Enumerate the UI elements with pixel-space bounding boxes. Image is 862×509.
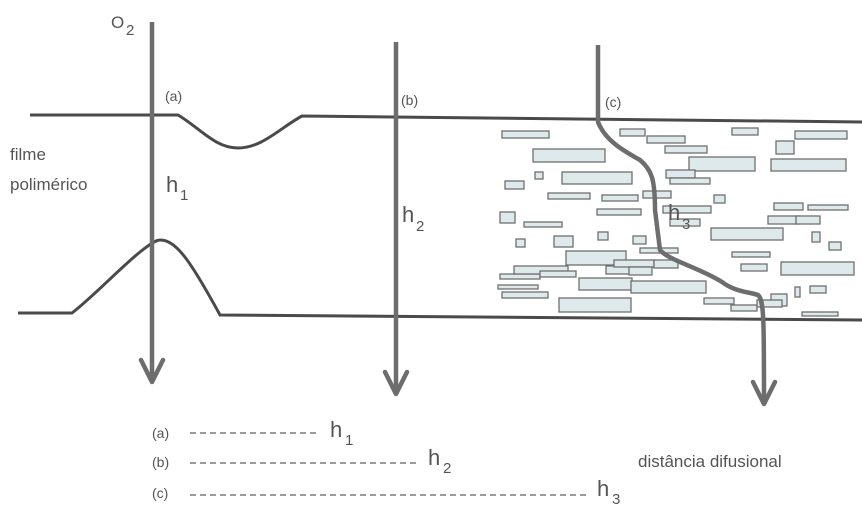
legend-a-tag: (a) [152, 425, 169, 441]
filler-particle [633, 236, 646, 244]
filler-particle [502, 131, 549, 138]
path-h2-sub: 2 [416, 218, 424, 235]
filler-particle [704, 298, 734, 304]
filler-particle [808, 205, 848, 210]
case-a-tag: (a) [165, 88, 182, 104]
filler-particle [774, 203, 803, 210]
filler-particle [602, 195, 638, 201]
legend-c-sub: 3 [612, 491, 620, 508]
filler-particle [771, 159, 846, 171]
filler-particle [711, 228, 783, 240]
filler-particle [554, 236, 573, 247]
filler-particle [643, 191, 671, 198]
filler-particle [812, 232, 820, 242]
filler-particle [810, 286, 826, 293]
diffusion-arrow-a [141, 22, 163, 382]
filler-particle [559, 298, 631, 312]
filler-particle [795, 131, 847, 139]
filler-particle [829, 242, 841, 250]
filler-particle [620, 129, 645, 136]
gas-subscript: 2 [126, 22, 134, 39]
filler-particle [502, 292, 548, 298]
filler-particle [647, 136, 685, 143]
filler-particle [768, 216, 799, 224]
filler-particle [498, 285, 538, 289]
filler-particle [579, 278, 632, 290]
path-h2-letter: h [402, 202, 414, 227]
filler-particle [665, 146, 707, 153]
film-label-line2: polimérico [10, 175, 87, 194]
legend-b-tag: (b) [152, 454, 169, 470]
filler-particle [689, 157, 755, 171]
filler-particle [500, 212, 515, 223]
path-h3-sub: 3 [682, 216, 690, 233]
legend-c-h: h [597, 476, 609, 501]
filler-particle [741, 264, 767, 271]
legend-b-sub: 2 [443, 460, 451, 477]
filler-particle [597, 209, 641, 215]
filler-particle [516, 239, 525, 247]
gas-symbol: O [111, 13, 124, 32]
filler-particle [631, 281, 706, 293]
filler-particle [505, 181, 524, 189]
filler-particle [802, 312, 838, 316]
legend-a-sub: 1 [345, 432, 353, 449]
filler-particle [562, 172, 632, 184]
film-label-line1: filme [10, 145, 46, 164]
filler-particle [629, 267, 652, 275]
legend-a-h: h [330, 417, 342, 442]
path-h1-letter: h [166, 172, 178, 197]
filler-particle [732, 128, 758, 135]
filler-particle [598, 232, 608, 240]
path-h3-letter: h [668, 200, 680, 225]
filler-particle [731, 305, 757, 311]
filler-particle [670, 178, 710, 184]
filler-particle [548, 193, 590, 199]
filler-particle [714, 195, 725, 203]
filler-particle [533, 149, 605, 162]
filler-particle [524, 222, 562, 227]
legend-b-h: h [428, 445, 440, 470]
filler-particle [795, 287, 800, 297]
case-c-tag: (c) [605, 94, 621, 110]
filler-particle [540, 271, 576, 277]
filler-particle [614, 260, 654, 267]
legend: (a) h 1 (b) h 2 (c) h 3 [152, 417, 620, 508]
filler-particle [776, 141, 794, 154]
diffusion-distance-label: distância difusional [638, 452, 782, 471]
case-b-tag: (b) [401, 92, 418, 108]
filler-particle [500, 274, 540, 279]
filler-particle [535, 172, 543, 179]
filler-particle [796, 216, 820, 224]
filler-particle [732, 252, 770, 257]
filler-particle [666, 170, 695, 178]
filler-particle [781, 262, 854, 275]
legend-c-tag: (c) [152, 485, 168, 501]
path-h1-sub: 1 [180, 187, 188, 204]
